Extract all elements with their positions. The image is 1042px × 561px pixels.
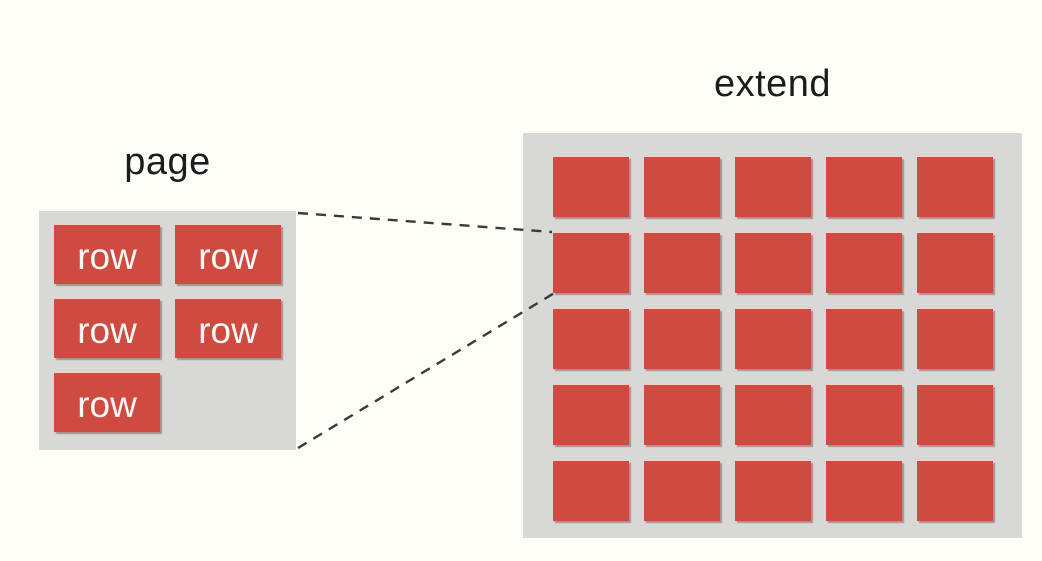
- page-row-cell: row: [54, 373, 160, 432]
- extend-grid-cell: [917, 385, 993, 445]
- extend-label: extend: [713, 63, 832, 105]
- extend-grid-cell: [826, 157, 902, 217]
- page-row-cell: row: [54, 299, 160, 358]
- extend-grid-cell: [917, 461, 993, 521]
- page-row-cell: row: [175, 299, 281, 358]
- extend-grid-cell: [917, 157, 993, 217]
- extend-grid-cell: [735, 157, 811, 217]
- extend-grid-cell: [553, 157, 629, 217]
- page-row-cell: row: [175, 225, 281, 284]
- extend-grid-cell: [826, 309, 902, 369]
- extend-grid-cell: [826, 461, 902, 521]
- connector-line-bottom: [297, 290, 557, 450]
- extend-grid-cell: [735, 309, 811, 369]
- extend-grid-cell: [644, 461, 720, 521]
- page-label: page: [124, 141, 211, 183]
- extend-grid-cell: [826, 233, 902, 293]
- extend-grid-cell: [644, 233, 720, 293]
- extend-grid-cell: [917, 233, 993, 293]
- connector-line-top: [297, 211, 553, 234]
- extend-grid-cell: [644, 157, 720, 217]
- extend-grid-cell: [553, 385, 629, 445]
- extend-panel: [523, 133, 1022, 538]
- extend-grid-cell: [735, 461, 811, 521]
- extend-grid-cell: [644, 385, 720, 445]
- extend-grid-cell: [917, 309, 993, 369]
- extend-grid-cell: [553, 233, 629, 293]
- extend-grid-cell: [553, 309, 629, 369]
- page-row-cell: row: [54, 225, 160, 284]
- extend-grid-cell: [826, 385, 902, 445]
- extend-grid-cell: [644, 309, 720, 369]
- extend-grid-cell: [735, 233, 811, 293]
- extend-grid-cell: [553, 461, 629, 521]
- extend-grid-cell: [735, 385, 811, 445]
